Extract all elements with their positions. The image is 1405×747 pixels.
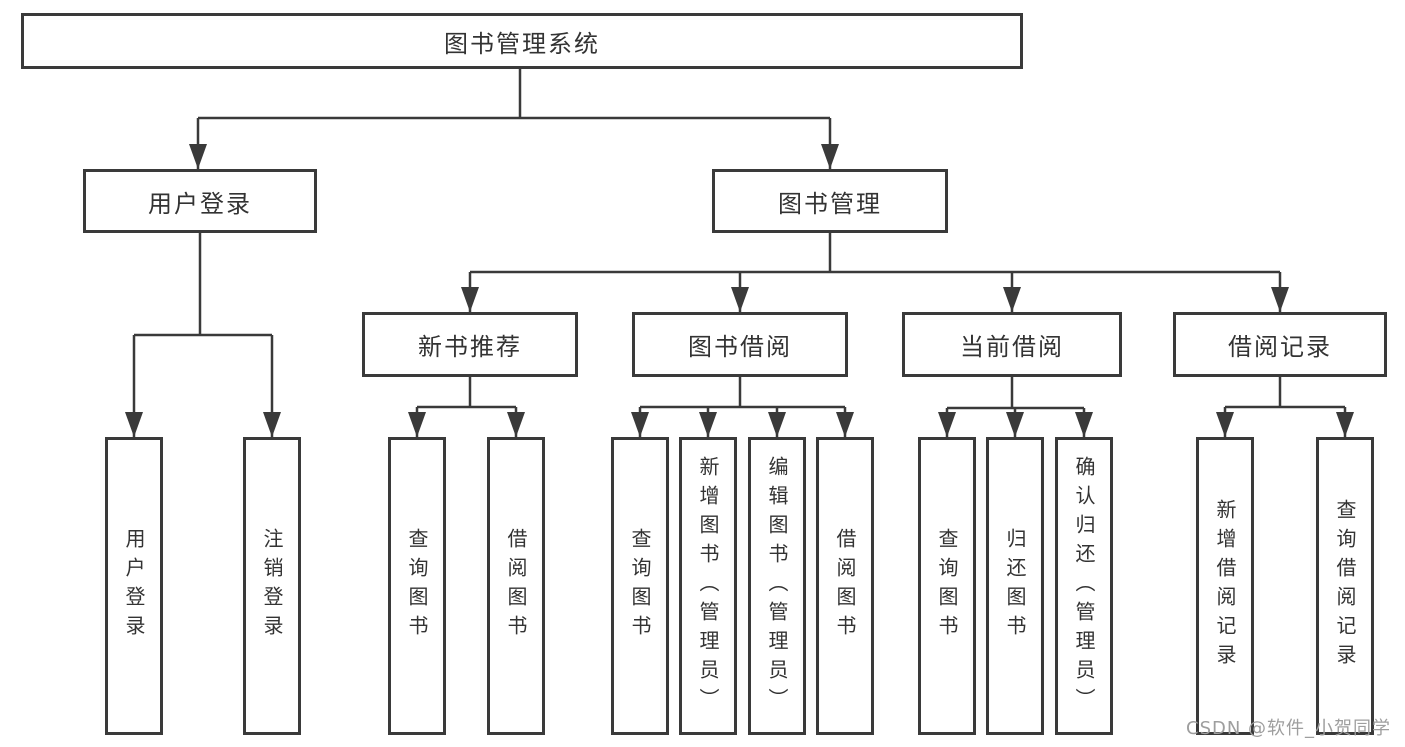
node-label: 新书推荐 xyxy=(418,333,522,361)
node-label: 查询借阅记录 xyxy=(1333,499,1357,673)
leaf-return-books: 归还图书 xyxy=(986,437,1044,735)
leaf-query-books-current: 查询图书 xyxy=(918,437,976,735)
node-label: 用户登录 xyxy=(148,189,252,218)
leaf-confirm-return-admin: 确认归还（管理员） xyxy=(1055,437,1113,735)
node-label: 借阅记录 xyxy=(1228,333,1332,361)
node-label: 当前借阅 xyxy=(960,333,1064,361)
node-label: 编辑图书（管理员） xyxy=(765,455,789,717)
node-label: 图书管理 xyxy=(778,189,882,218)
node-label: 注销登录 xyxy=(260,528,284,644)
node-new-book-recommendation: 新书推荐 xyxy=(362,312,578,377)
node-book-borrowing: 图书借阅 xyxy=(632,312,848,377)
leaf-query-borrow-record: 查询借阅记录 xyxy=(1316,437,1374,735)
csdn-watermark: CSDN @软件_小贺同学 xyxy=(1186,718,1392,739)
node-label: 新增图书（管理员） xyxy=(696,455,720,717)
node-label: 查询图书 xyxy=(405,528,429,644)
leaf-add-borrow-record: 新增借阅记录 xyxy=(1196,437,1254,735)
node-label: 归还图书 xyxy=(1003,528,1027,644)
node-book-management: 图书管理 xyxy=(712,169,948,233)
leaf-user-login: 用户登录 xyxy=(105,437,163,735)
node-user-login: 用户登录 xyxy=(83,169,317,233)
node-book-management-system: 图书管理系统 xyxy=(21,13,1023,69)
leaf-query-books-recommend: 查询图书 xyxy=(388,437,446,735)
node-label: 确认归还（管理员） xyxy=(1072,455,1096,717)
leaf-logout: 注销登录 xyxy=(243,437,301,735)
leaf-edit-books-admin: 编辑图书（管理员） xyxy=(748,437,806,735)
leaf-borrow-books-recommend: 借阅图书 xyxy=(487,437,545,735)
leaf-query-books-borrowing: 查询图书 xyxy=(611,437,669,735)
node-label: 新增借阅记录 xyxy=(1213,499,1237,673)
node-label: 图书管理系统 xyxy=(444,29,600,58)
node-label: 查询图书 xyxy=(935,528,959,644)
node-label: 查询图书 xyxy=(628,528,652,644)
leaf-borrow-books: 借阅图书 xyxy=(816,437,874,735)
node-label: 用户登录 xyxy=(122,528,146,644)
node-label: 借阅图书 xyxy=(833,528,857,644)
node-label: 借阅图书 xyxy=(504,528,528,644)
leaf-add-books-admin: 新增图书（管理员） xyxy=(679,437,737,735)
node-label: 图书借阅 xyxy=(688,333,792,361)
node-borrowing-records: 借阅记录 xyxy=(1173,312,1387,377)
node-current-borrowing: 当前借阅 xyxy=(902,312,1122,377)
